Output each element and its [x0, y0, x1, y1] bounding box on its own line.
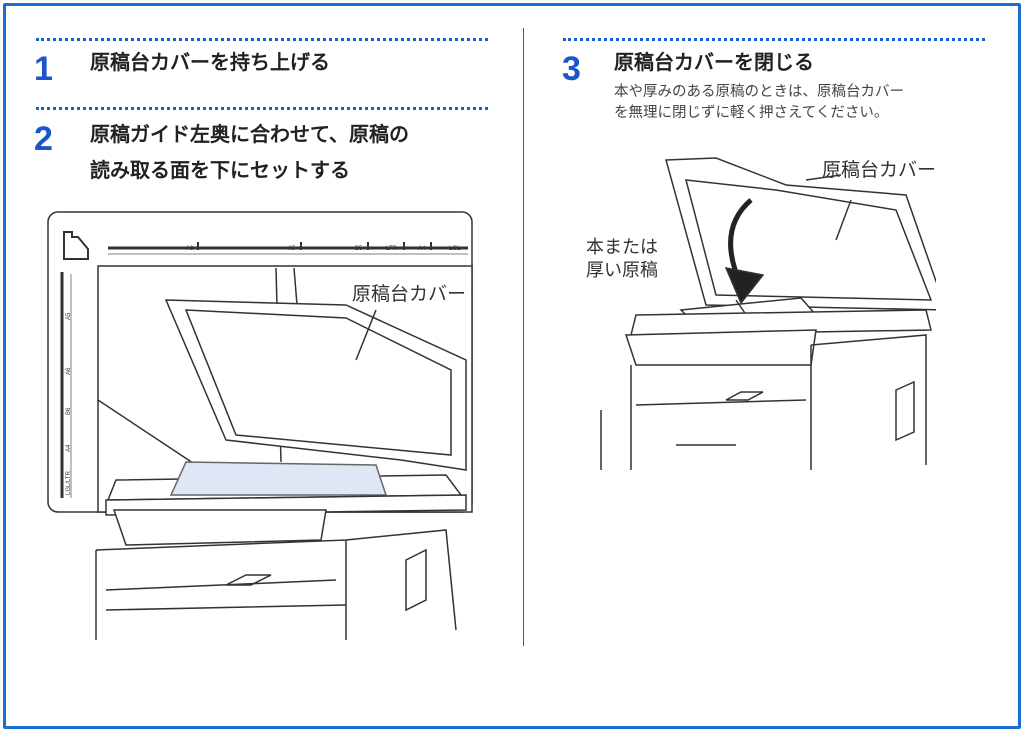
svg-text:A4: A4 [66, 444, 72, 452]
step-2-divider [36, 107, 488, 110]
step-1-number: 1 [34, 50, 53, 88]
column-divider [523, 28, 524, 646]
step-2-title-line: 読み取る面を下にセットする [90, 158, 350, 182]
scanner-closing-illustration [600, 157, 936, 470]
step-2-number: 2 [34, 120, 53, 158]
book-label-line: 厚い原稿 [586, 260, 658, 281]
step-3-divider [563, 38, 985, 41]
book-label: 本または 厚い原稿 [586, 236, 658, 282]
cover-label-left: 原稿台カバー [352, 283, 467, 305]
svg-text:A5: A5 [66, 312, 72, 320]
scale-label: LTR [386, 246, 398, 252]
svg-text:LGL/LTR: LGL/LTR [66, 470, 72, 495]
page-frame [3, 3, 1021, 729]
svg-text:A6: A6 [66, 367, 72, 375]
scale-label: B5 [355, 246, 363, 252]
step-3-note-line: 本や厚みのある原稿のときは、原稿台カバー [614, 84, 904, 100]
book-label-line: 本または [586, 237, 658, 258]
scale-label: A5 [288, 246, 296, 252]
step-1-divider [36, 38, 488, 41]
scanner-open-illustration: A6 A5 B5 LTR A4 LGL A5 A6 B6 A4 LGL/LTR [47, 211, 473, 640]
step-3-note-line: を無理に閉じずに軽く押さえてください。 [614, 105, 889, 121]
step-2-title: 原稿ガイド左奥に合わせて、原稿の 読み取る面を下にセットする [90, 116, 409, 188]
step-3-note: 本や厚みのある原稿のときは、原稿台カバー を無理に閉じずに軽く押さえてください。 [614, 82, 904, 124]
step-2-title-line: 原稿ガイド左奥に合わせて、原稿の [90, 122, 409, 146]
cover-label-right: 原稿台カバー [822, 159, 937, 181]
scale-label: A6 [186, 246, 194, 252]
step-3-title: 原稿台カバーを閉じる [614, 50, 814, 74]
scale-label: A4 [418, 246, 426, 252]
step-3-number: 3 [562, 50, 581, 88]
svg-text:B6: B6 [66, 407, 72, 415]
scale-label: LGL [449, 246, 461, 252]
step-1-title: 原稿台カバーを持ち上げる [90, 50, 330, 74]
